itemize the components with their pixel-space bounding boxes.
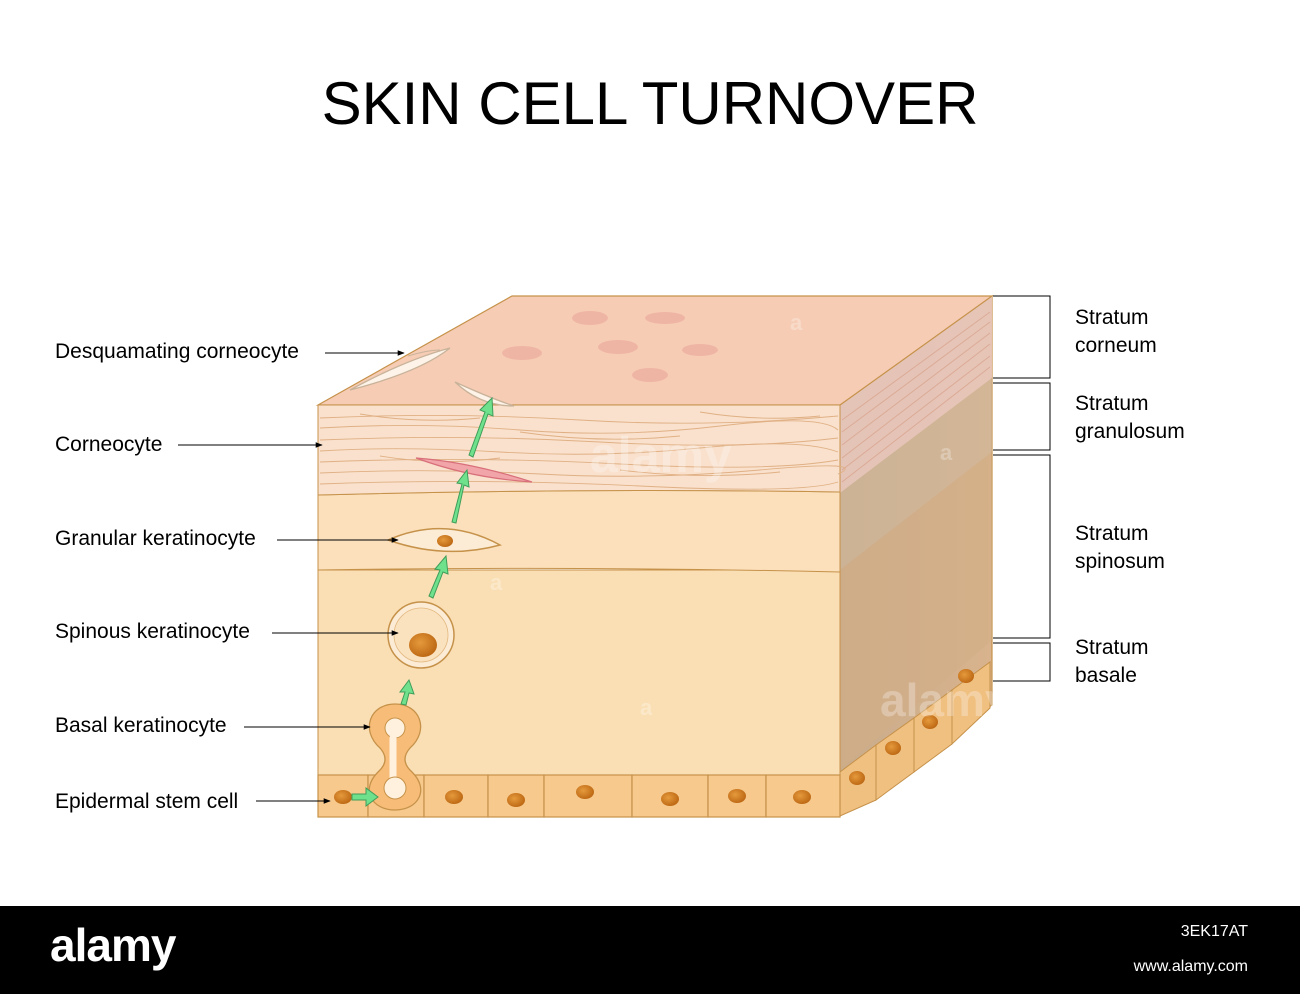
rising-corneocyte-cell <box>454 381 515 407</box>
svg-text:alamy: alamy <box>880 674 1011 726</box>
layer-brackets <box>993 295 1051 682</box>
svg-text:a: a <box>790 310 803 335</box>
granular-keratinocyte-cell <box>385 527 502 553</box>
site-url: www.alamy.com <box>1133 958 1248 975</box>
skin-diagram: SKIN CELL TURNOVER <box>55 70 1185 818</box>
label-stratum-corneum-1: Stratum <box>1075 306 1149 329</box>
layer-labels: Stratum corneum Stratum granulosum Strat… <box>1075 306 1185 687</box>
label-basal-keratinocyte: Basal keratinocyte <box>55 714 227 737</box>
svg-text:a: a <box>940 440 953 465</box>
label-stratum-spinosum-1: Stratum <box>1075 522 1149 545</box>
granular-layer <box>317 490 841 573</box>
svg-text:a: a <box>640 695 653 720</box>
label-stratum-corneum-2: corneum <box>1075 334 1157 357</box>
desquamating-corneocyte-cell <box>349 347 451 391</box>
spinous-keratinocyte-cell <box>387 601 455 669</box>
pink-corneocyte <box>415 457 533 483</box>
svg-text:a: a <box>490 570 503 595</box>
label-stratum-basale-2: basale <box>1075 664 1137 687</box>
migration-arrows <box>351 396 494 807</box>
page-title: SKIN CELL TURNOVER <box>322 70 979 137</box>
label-epidermal-stem-cell: Epidermal stem cell <box>55 790 238 813</box>
alamy-logo: alamy <box>50 919 176 971</box>
label-stratum-spinosum-2: spinosum <box>1075 550 1165 573</box>
left-labels: Desquamating corneocyte Corneocyte Granu… <box>55 340 405 813</box>
label-granular-keratinocyte: Granular keratinocyte <box>55 527 256 550</box>
label-desquamating-corneocyte: Desquamating corneocyte <box>55 340 299 363</box>
image-code: 3EK17AT <box>1180 923 1248 940</box>
label-corneocyte: Corneocyte <box>55 433 162 456</box>
label-stratum-granulosum-2: granulosum <box>1075 420 1185 443</box>
label-spinous-keratinocyte: Spinous keratinocyte <box>55 620 250 643</box>
label-stratum-granulosum-1: Stratum <box>1075 392 1149 415</box>
skin-block <box>315 294 994 818</box>
label-stratum-basale-1: Stratum <box>1075 636 1149 659</box>
svg-text:alamy: alamy <box>590 427 732 483</box>
stock-footer-bar: alamy 3EK17AT www.alamy.com <box>0 906 1300 994</box>
watermarks: alamy alamy a a a a <box>490 310 1011 726</box>
